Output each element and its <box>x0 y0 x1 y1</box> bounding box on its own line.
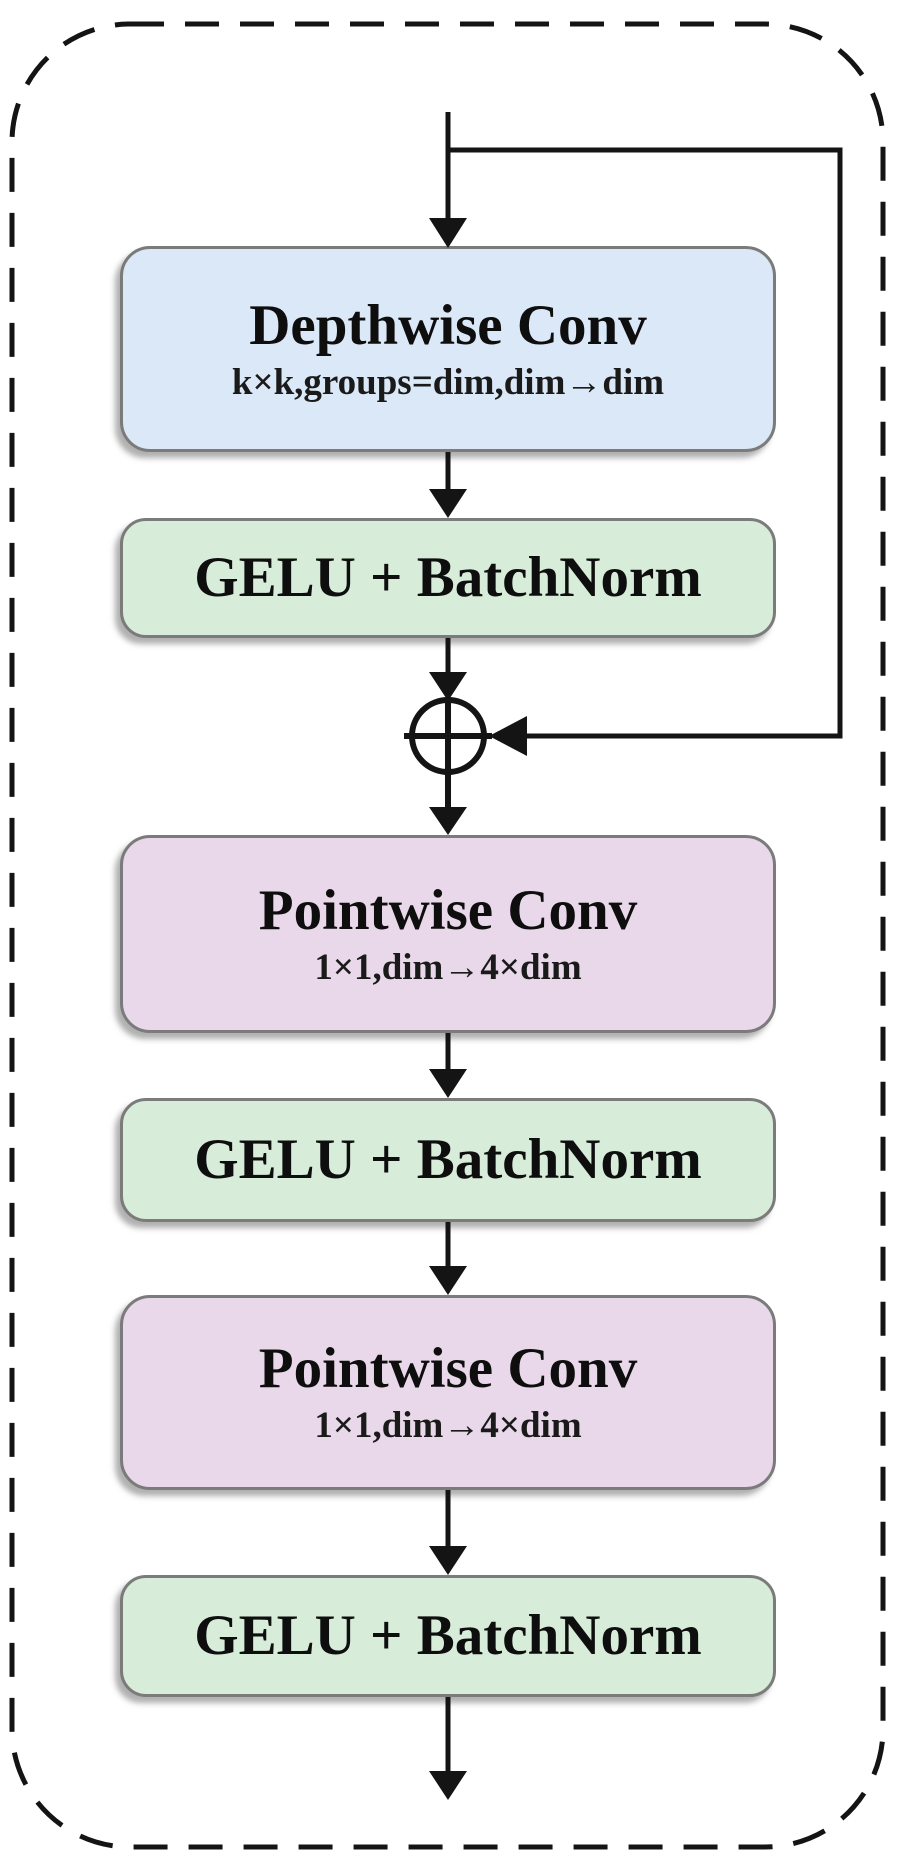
block-subtitle: k×k,groups=dim,dim→dim <box>231 361 665 403</box>
block-title: GELU + BatchNorm <box>194 546 702 610</box>
arrowhead-5 <box>429 1266 467 1295</box>
arrowhead-6 <box>429 1546 467 1575</box>
add-circle-icon <box>409 697 487 775</box>
block-title: GELU + BatchNorm <box>194 1128 702 1192</box>
gelu-batchnorm-block-3: GELU + BatchNorm <box>120 1575 776 1697</box>
block-title: Depthwise Conv <box>249 293 647 357</box>
block-title: Pointwise Conv <box>258 1337 638 1401</box>
arrowhead-1 <box>429 489 467 518</box>
input-arrowhead <box>429 218 467 248</box>
block-title: GELU + BatchNorm <box>194 1604 702 1668</box>
block-subtitle: 1×1,dim→4×dim <box>314 946 582 988</box>
pointwise-conv-block-2: Pointwise Conv 1×1,dim→4×dim <box>120 1295 776 1490</box>
arrowhead-3 <box>429 807 467 835</box>
block-subtitle: 1×1,dim→4×dim <box>314 1405 582 1446</box>
block-title: Pointwise Conv <box>258 878 638 942</box>
arrowhead-4 <box>429 1069 467 1098</box>
skip-arrowhead <box>489 716 527 756</box>
output-arrowhead <box>429 1771 467 1800</box>
pointwise-conv-block-1: Pointwise Conv 1×1,dim→4×dim <box>120 835 776 1033</box>
gelu-batchnorm-block-2: GELU + BatchNorm <box>120 1098 776 1222</box>
depthwise-conv-block: Depthwise Conv k×k,groups=dim,dim→dim <box>120 246 776 452</box>
arrowhead-2 <box>429 672 467 701</box>
gelu-batchnorm-block-1: GELU + BatchNorm <box>120 518 776 638</box>
